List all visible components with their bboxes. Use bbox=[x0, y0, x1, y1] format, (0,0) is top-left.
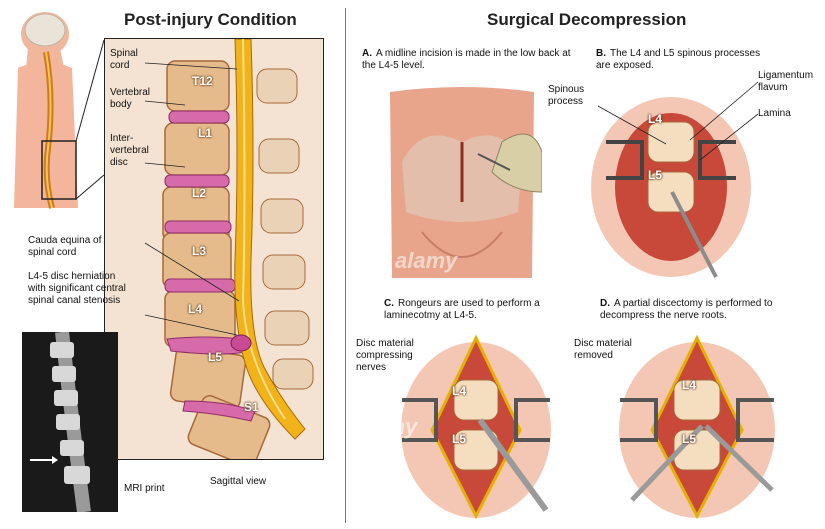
label-vertebral-body: Vertebral body bbox=[110, 87, 151, 110]
step-b-text: The L4 and L5 spinous processes are expo… bbox=[596, 48, 761, 71]
step-d-illustration bbox=[612, 330, 782, 520]
step-a-illustration bbox=[382, 82, 542, 278]
vertebra-label-t12: T12 bbox=[192, 74, 213, 88]
vertebra-label-l3: L3 bbox=[192, 244, 207, 258]
step-c-l5-label: L5 bbox=[452, 432, 467, 446]
spinal-cord-shape bbox=[234, 39, 306, 440]
disc-herniation-bulge bbox=[230, 334, 252, 352]
step-d-l4-label: L4 bbox=[682, 378, 697, 392]
sagittal-view-panel bbox=[104, 38, 324, 460]
vertebra-label-s1: S1 bbox=[244, 400, 259, 414]
step-b-leaders bbox=[597, 81, 759, 161]
watermark-a: alamy bbox=[395, 248, 458, 273]
vertebra-label-l1: L1 bbox=[198, 126, 213, 140]
step-c-illustration bbox=[396, 330, 556, 520]
watermark-c: alamy bbox=[355, 414, 418, 439]
mri-print-image bbox=[22, 332, 118, 512]
right-title: Surgical Decompression bbox=[487, 10, 687, 29]
step-b-letter: B. bbox=[596, 48, 606, 59]
step-a-text: A midline incision is made in the low ba… bbox=[362, 48, 571, 71]
label-disc-compressing: Disc material compressing nerves bbox=[356, 338, 414, 373]
step-c-l4-label: L4 bbox=[452, 384, 467, 398]
step-d-caption: D.A partial discectomy is performed to d… bbox=[600, 298, 790, 322]
intervertebral-discs bbox=[164, 110, 256, 422]
step-d-l5-label: L5 bbox=[682, 432, 697, 446]
label-mri-print: MRI print bbox=[124, 483, 165, 494]
step-b-l4-label: L4 bbox=[648, 112, 663, 126]
label-lamina: Lamina bbox=[758, 108, 791, 119]
label-ligamentum-flavum: Ligamentum flavum bbox=[758, 70, 814, 93]
label-spinal-cord: Spinal cord bbox=[110, 48, 138, 71]
step-a-letter: A. bbox=[362, 48, 372, 59]
step-b-illustration bbox=[586, 92, 756, 282]
label-cauda-equina: Cauda equina of spinal cord bbox=[28, 235, 102, 258]
vertebra-label-l2: L2 bbox=[192, 186, 207, 200]
label-spinous-process: Spinous process bbox=[548, 84, 585, 107]
left-title: Post-injury Condition bbox=[124, 10, 297, 29]
body-figure bbox=[14, 12, 78, 209]
step-d-letter: D. bbox=[600, 298, 610, 309]
step-a-caption: A.A midline incision is made in the low … bbox=[362, 48, 572, 72]
step-b-caption: B.The L4 and L5 spinous processes are ex… bbox=[596, 48, 766, 72]
section-divider bbox=[345, 8, 346, 523]
posterior-elements bbox=[256, 68, 314, 390]
label-sagittal-view: Sagittal view bbox=[210, 476, 267, 487]
step-c-letter: C. bbox=[384, 298, 394, 309]
vertebra-label-l5: L5 bbox=[208, 350, 223, 364]
step-c-text: Rongeurs are used to perform a laminecot… bbox=[384, 298, 540, 321]
step-d-text: A partial discectomy is performed to dec… bbox=[600, 298, 773, 321]
zoom-connector-lines bbox=[75, 39, 105, 200]
label-intervertebral-disc: Inter-vertebral disc bbox=[110, 133, 149, 168]
vertebra-label-l4: L4 bbox=[188, 302, 203, 316]
step-b-l5-label: L5 bbox=[648, 168, 663, 182]
label-disc-herniation: L4-5 disc herniation with significant ce… bbox=[28, 271, 126, 306]
step-c-caption: C.Rongeurs are used to perform a laminec… bbox=[384, 298, 574, 322]
label-disc-removed: Disc material removed bbox=[574, 338, 632, 361]
